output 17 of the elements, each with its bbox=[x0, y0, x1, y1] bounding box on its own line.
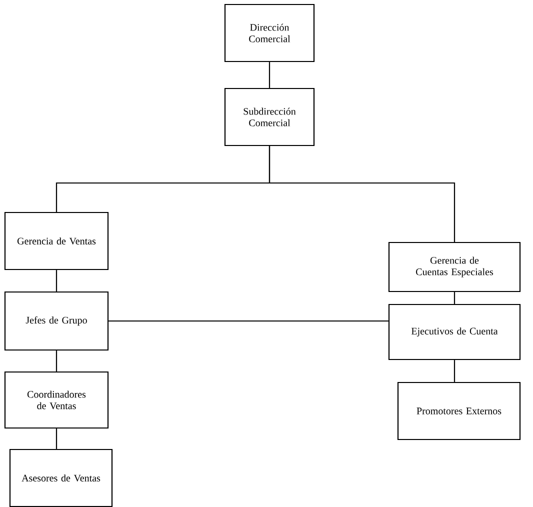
org-box: Gerencia de Ventas bbox=[4, 212, 109, 270]
connector-line bbox=[56, 350, 58, 372]
connector-line bbox=[56, 270, 58, 292]
org-box: Coordinadores de Ventas bbox=[4, 371, 109, 429]
connector-line bbox=[268, 62, 270, 88]
connector-line bbox=[454, 292, 456, 304]
org-box: Promotores Externos bbox=[397, 382, 521, 440]
org-box: Dirección Comercial bbox=[224, 4, 315, 62]
connector-line bbox=[56, 428, 58, 449]
connector-line bbox=[454, 360, 456, 382]
org-box: Jefes de Grupo bbox=[4, 291, 109, 351]
org-box: Gerencia de Cuentas Especiales bbox=[388, 242, 521, 292]
org-box: Subdirección Comercial bbox=[224, 88, 315, 146]
connector-line bbox=[268, 146, 456, 242]
org-box: Ejecutivos de Cuenta bbox=[388, 304, 521, 360]
connector-line bbox=[108, 320, 388, 322]
org-box: Asesores de Ventas bbox=[9, 448, 113, 507]
